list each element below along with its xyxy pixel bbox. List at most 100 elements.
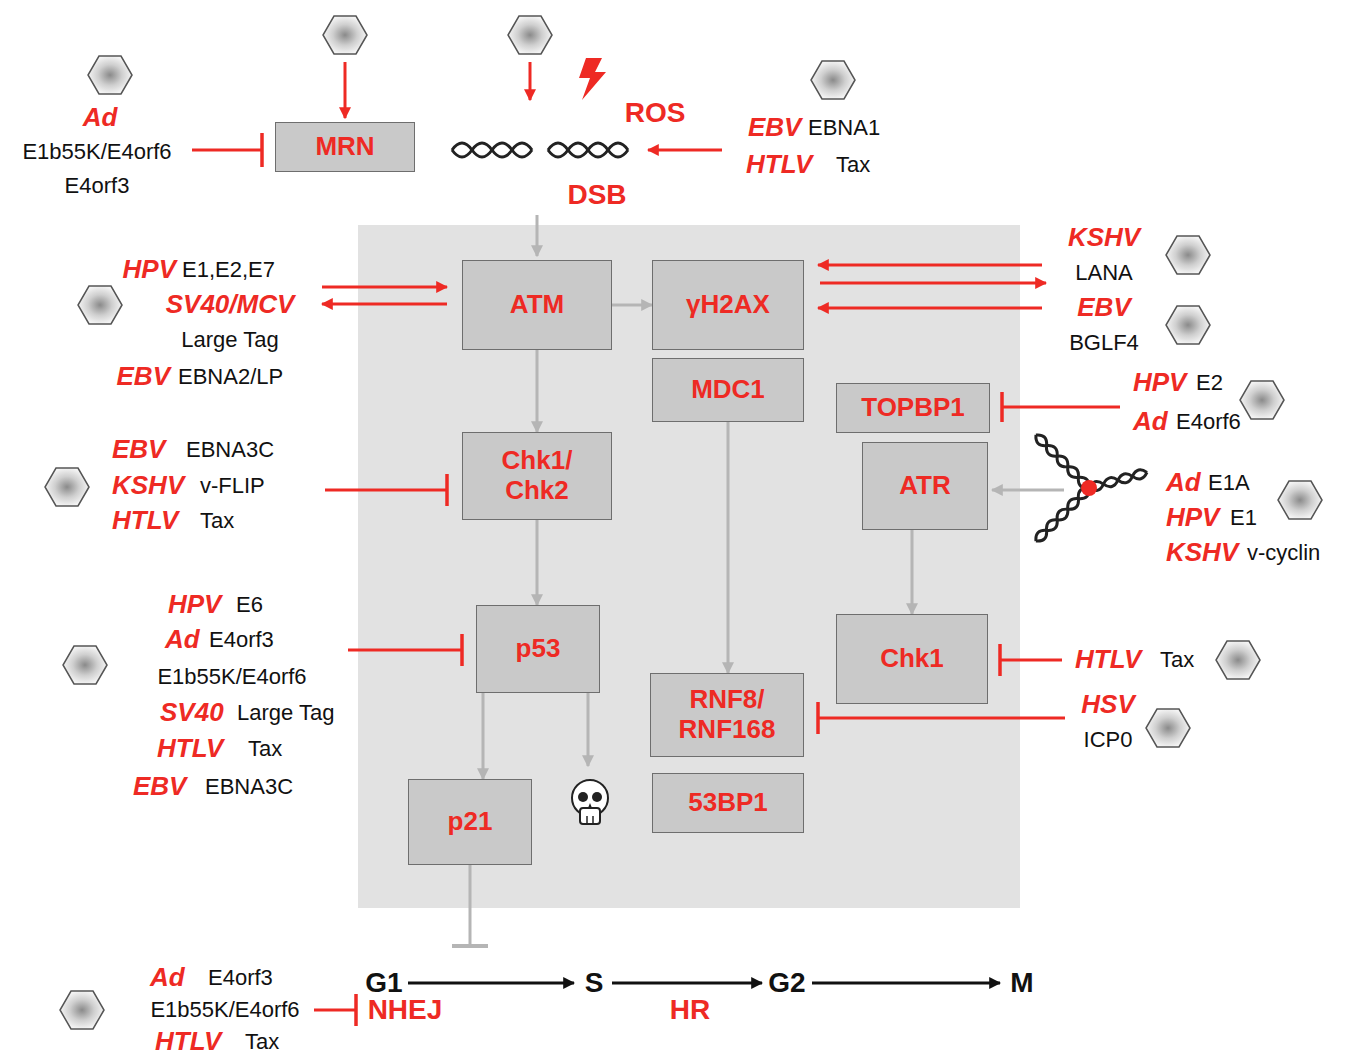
pathway-box: ATM	[462, 260, 612, 350]
stalled-fork-dot	[1081, 480, 1097, 496]
pathway-box: Chk1	[836, 614, 988, 704]
skull-tooth	[586, 816, 588, 824]
viral-protein-name: EBNA3C	[186, 437, 274, 462]
viral-arrow	[322, 286, 447, 289]
viral-protein-name: Large Tag	[181, 327, 278, 352]
cell-cycle-phase: S	[585, 967, 604, 999]
virus-icon	[1166, 306, 1210, 344]
virus-name: EBV	[112, 435, 165, 465]
skull-eye	[578, 792, 588, 802]
viral-protein-name: Tax	[1160, 647, 1194, 672]
signal-arrow	[612, 304, 652, 307]
pathway-box: RNF8/ RNF168	[650, 673, 804, 757]
virus-name: SV40/MCV	[166, 290, 295, 320]
cell-cycle-phase: M	[1010, 967, 1033, 999]
box-label: Chk1	[880, 644, 944, 674]
pathway-box: p53	[476, 605, 600, 693]
pathway-label: HR	[670, 994, 710, 1026]
viral-protein-name: E4orf3	[65, 173, 130, 198]
dna-strand	[1033, 432, 1092, 491]
box-label: RNF8/ RNF168	[679, 685, 776, 745]
virus-name: EBV	[748, 113, 801, 143]
virus-name: HTLV	[157, 734, 223, 764]
cell-cycle-phase: G2	[768, 967, 805, 999]
viral-protein-name: E1b55K/E4orf6	[150, 997, 299, 1022]
box-label: p21	[448, 807, 493, 837]
viral-protein-name: E4orf3	[209, 627, 274, 652]
viral-protein-name: E4orf6	[1176, 409, 1241, 434]
viral-protein-name: BGLF4	[1069, 330, 1139, 355]
viral-protein-name: E1,E2,E7	[182, 257, 275, 282]
inhibition-bar	[445, 474, 449, 506]
inhibition-line	[348, 649, 462, 652]
inhibition-bar	[1000, 392, 1004, 422]
inhibition-line	[314, 1009, 356, 1012]
skull-eye	[592, 792, 602, 802]
virus-name: SV40	[160, 698, 224, 728]
signal-arrow	[727, 422, 730, 673]
virus-name: HSV	[1081, 690, 1134, 720]
box-label: TOPBP1	[861, 393, 965, 423]
box-label: p53	[516, 634, 561, 664]
virus-name: Ad	[150, 963, 185, 993]
pathway-box: TOPBP1	[836, 383, 990, 433]
cell-death-skull	[572, 780, 608, 824]
virus-icon	[1216, 641, 1260, 679]
replication-fork	[1033, 432, 1148, 544]
pathway-label: NHEJ	[368, 994, 443, 1026]
viral-protein-name: Large Tag	[237, 700, 334, 725]
viral-protein-name: Tax	[200, 508, 234, 533]
viral-protein-name: E1A	[1208, 470, 1250, 495]
fork-arm	[1033, 485, 1092, 544]
virus-name: Ad	[1166, 468, 1201, 498]
virus-name: HPV	[123, 255, 176, 285]
inhibition-line	[325, 489, 447, 492]
viral-protein-name: v-FLIP	[200, 473, 265, 498]
pathway-box: γH2AX	[652, 260, 804, 350]
virus-icon	[63, 646, 107, 684]
inhibition-line	[1002, 406, 1120, 409]
box-label: γH2AX	[686, 290, 770, 320]
virus-icon	[508, 16, 552, 54]
viral-effects	[192, 62, 1120, 1026]
box-label: MDC1	[691, 375, 765, 405]
inhibition-bar	[452, 944, 488, 948]
viral-arrow	[820, 282, 1046, 285]
dna-strand	[548, 143, 628, 157]
pathway-label: ROS	[625, 97, 686, 129]
inhibition-line	[469, 865, 472, 946]
viral-protein-name: Tax	[836, 152, 870, 177]
viral-arrow	[529, 62, 532, 100]
viral-protein-name: E1b55K/E4orf6	[157, 664, 306, 689]
box-label: ATR	[899, 471, 951, 501]
virus-icon	[323, 16, 367, 54]
viral-protein-name: EBNA1	[808, 115, 880, 140]
viral-protein-name: E2	[1196, 370, 1223, 395]
dna-strand	[452, 143, 532, 157]
signal-arrow	[536, 520, 539, 605]
inhibition-bar	[354, 994, 358, 1026]
viral-protein-name: Tax	[248, 736, 282, 761]
pathway-box: Chk1/ Chk2	[462, 432, 612, 520]
inhibition-bar	[816, 702, 820, 734]
dna-strand	[1033, 432, 1092, 491]
pathway-box: MRN	[275, 122, 415, 172]
virus-icon	[1278, 481, 1322, 519]
virus-icon	[60, 991, 104, 1029]
virus-name: KSHV	[1068, 223, 1140, 253]
inhibition-line	[1000, 659, 1062, 662]
pathway-box: 53BP1	[652, 773, 804, 833]
inhibition-bar	[998, 644, 1002, 676]
phase-arrow	[612, 982, 762, 985]
virus-icon	[78, 286, 122, 324]
inhibition-line	[192, 149, 262, 152]
viral-arrow	[344, 62, 347, 118]
viral-protein-name: Tax	[245, 1029, 279, 1054]
pathway-box: MDC1	[652, 358, 804, 422]
dna-strand	[1033, 485, 1092, 544]
viral-protein-name: E6	[236, 592, 263, 617]
skull-tooth	[592, 816, 594, 824]
signal-arrow	[992, 489, 1064, 492]
inhibition-line	[818, 717, 1065, 720]
inhibition-bar	[460, 634, 464, 666]
